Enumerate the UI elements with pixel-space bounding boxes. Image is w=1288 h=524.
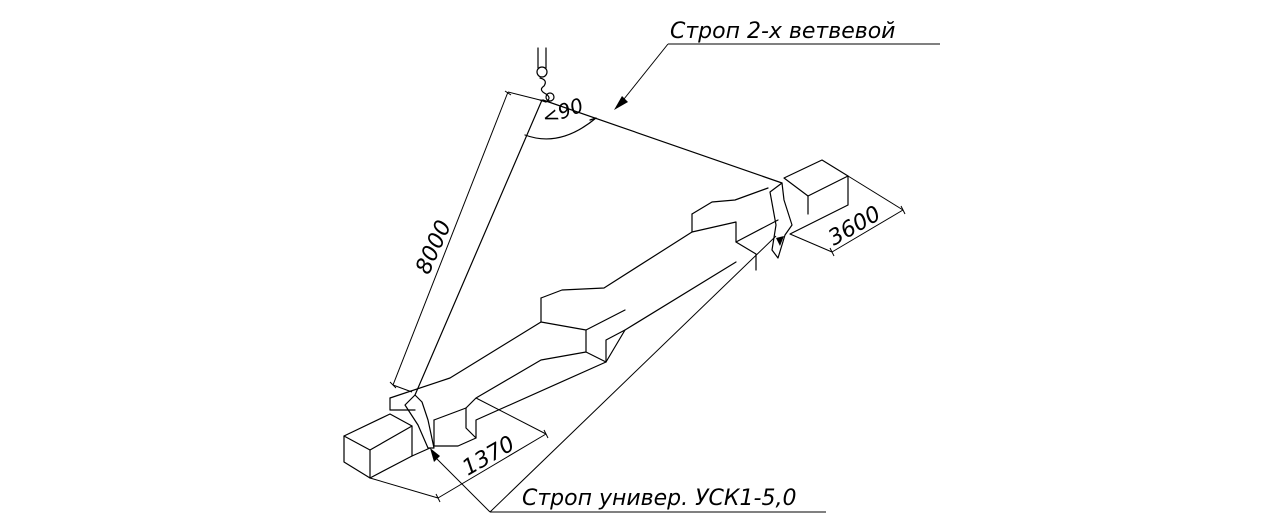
crane-hook-icon (536, 47, 555, 103)
dimension-8000-label: 8000 (411, 217, 457, 278)
sling-branches (414, 99, 783, 396)
label-universal-sling: Строп универ. УСК1-5,0 (522, 486, 796, 511)
right-sling-loop (769, 182, 793, 259)
leader-two-branch-sling (614, 43, 940, 110)
angle-arc (524, 117, 597, 140)
left-sling-loop (404, 394, 440, 462)
leader-universal-sling (433, 235, 826, 513)
beam-element (343, 159, 849, 479)
dimension-1370-label: 1370 (458, 432, 519, 482)
label-two-branch-sling: Строп 2-х ветвевой (670, 19, 895, 44)
dimension-8000: 8000 (389, 90, 541, 393)
dimension-3600-label: 3600 (824, 202, 885, 252)
